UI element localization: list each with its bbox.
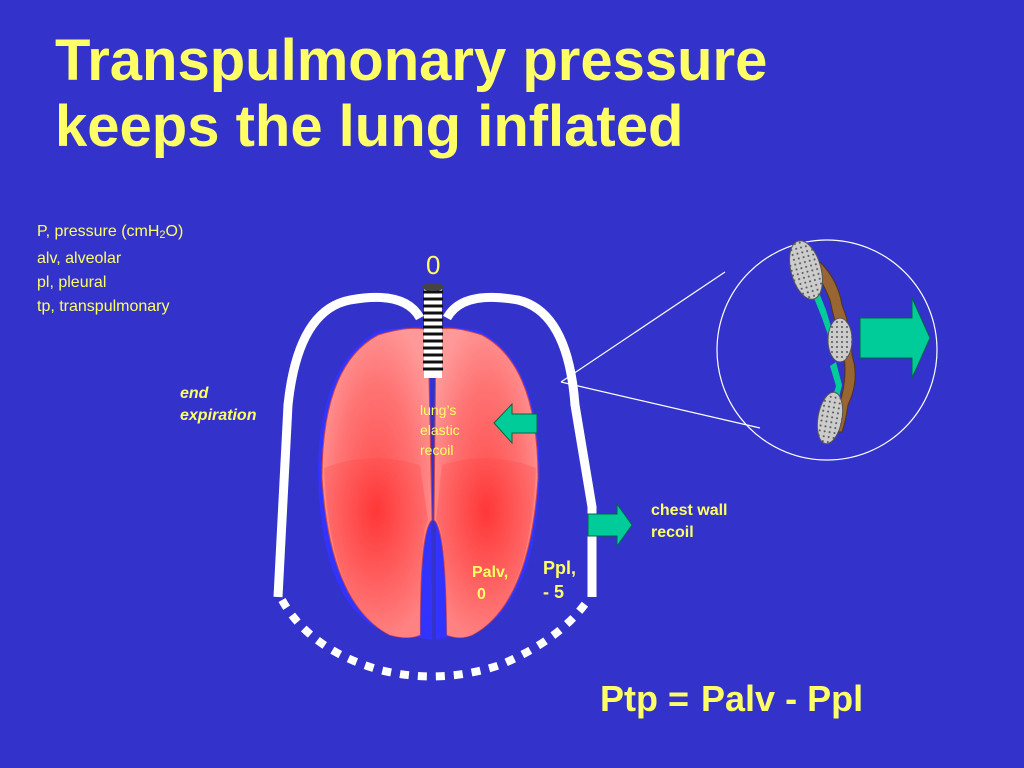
airway-pressure-label: 0	[426, 250, 441, 280]
palv-label: Palv, 0	[472, 564, 509, 603]
legend-pressure: P, pressure (cmH2O)	[37, 223, 184, 241]
legend-pleural: pl, pleural	[37, 274, 107, 291]
magnified-arrow	[859, 297, 931, 379]
legend-alveolar: alv, alveolar	[37, 250, 122, 267]
chest-wall-recoil-label: chest wall recoil	[651, 502, 728, 541]
chest-wall	[273, 292, 597, 598]
formula-rhs: Palv - Ppl	[701, 678, 864, 719]
diaphragm	[278, 597, 592, 681]
formula-lhs: Ptp =	[600, 678, 690, 719]
chest-recoil-arrow	[587, 502, 633, 548]
formula: Ptp = Palv - Ppl	[600, 678, 863, 720]
trachea	[422, 283, 444, 378]
title-line-2: keeps the lung inflated	[55, 94, 684, 159]
legend-transpulmonary: tp, transpulmonary	[37, 298, 170, 315]
magnified-view	[716, 239, 938, 461]
page-title: Transpulmonary pressure keeps the lung i…	[55, 28, 995, 160]
end-expiration-label: end expiration	[180, 385, 257, 424]
title-line-1: Transpulmonary pressure	[55, 28, 768, 93]
elastic-recoil-label: lung’s elastic recoil	[420, 402, 460, 458]
ppl-label: Ppl, - 5	[543, 558, 577, 602]
legend: P, pressure (cmH2O) alv, alveolar pl, pl…	[37, 220, 183, 319]
elastic-recoil-arrow	[493, 402, 538, 445]
